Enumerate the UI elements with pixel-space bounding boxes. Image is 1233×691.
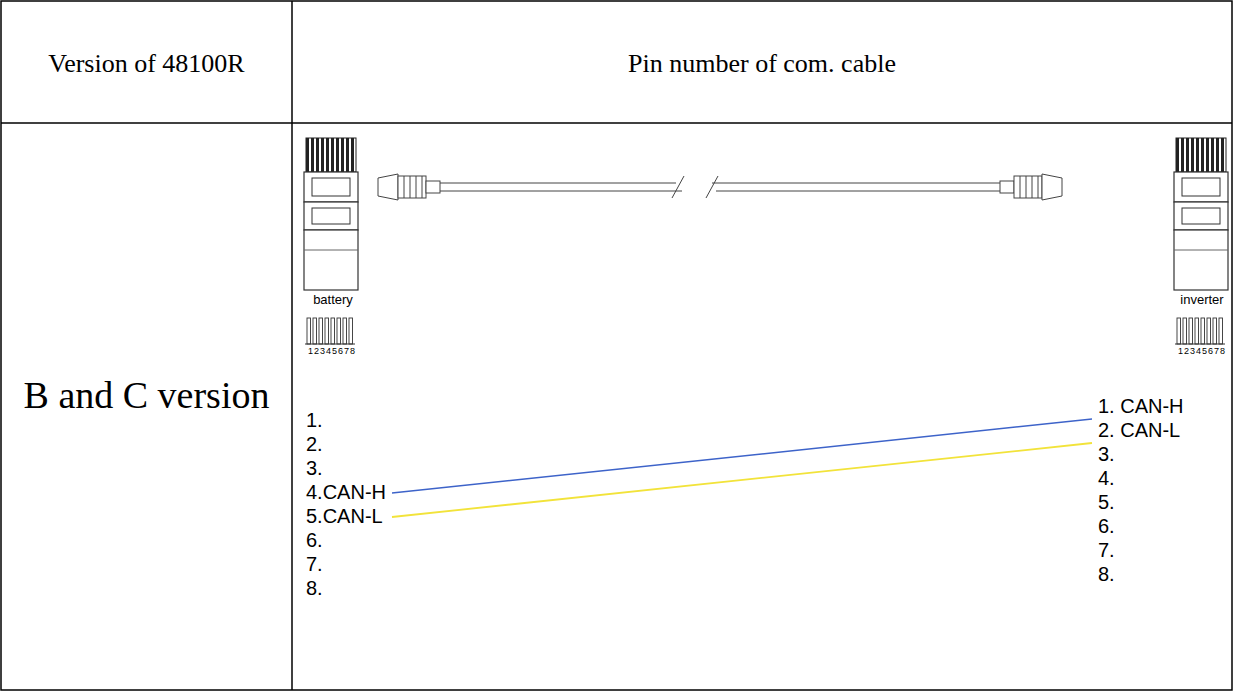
pin <box>1195 318 1199 344</box>
row-header: B and C version <box>1 372 292 418</box>
pin-label: 8. <box>1098 562 1115 586</box>
pin-label: 1. <box>306 408 323 432</box>
pin-numbers: 12345678 <box>1174 346 1230 357</box>
pin-label: 5.CAN-L <box>306 504 383 528</box>
pin-label: 2. <box>306 432 323 456</box>
pin <box>313 318 317 344</box>
pin-label: 5. <box>1098 490 1115 514</box>
inverter-plug <box>1174 138 1228 290</box>
cable <box>378 174 1062 200</box>
comb-base <box>1175 344 1225 345</box>
pin <box>1207 318 1211 344</box>
pin <box>1201 318 1205 344</box>
pin-label: 6. <box>306 528 323 552</box>
column-header: Version of 48100R <box>1 48 292 79</box>
pin-label: 6. <box>1098 514 1115 538</box>
pin-label: 7. <box>1098 538 1115 562</box>
pin-label: 3. <box>1098 442 1115 466</box>
pin <box>349 318 353 344</box>
can-l-wire <box>392 443 1092 517</box>
pin-comb <box>305 318 355 344</box>
pin <box>331 318 335 344</box>
comb-base <box>305 344 355 345</box>
connector-label: battery <box>306 292 360 308</box>
pin <box>319 318 323 344</box>
pin-label: 3. <box>306 456 323 480</box>
pin <box>1183 318 1187 344</box>
pin <box>337 318 341 344</box>
pin <box>325 318 329 344</box>
column-header: Pin number of com. cable <box>292 48 1232 79</box>
pin-numbers: 12345678 <box>304 346 360 357</box>
pin <box>1213 318 1217 344</box>
pin-label: 7. <box>306 552 323 576</box>
pin-label: 8. <box>306 576 323 600</box>
pin-comb <box>1175 318 1225 344</box>
pin <box>307 318 311 344</box>
battery-plug <box>304 138 358 290</box>
pin-label: 2. CAN-L <box>1098 418 1180 442</box>
can-h-wire <box>392 419 1092 493</box>
pin-label: 4.CAN-H <box>306 480 386 504</box>
connector-label: inverter <box>1172 292 1232 308</box>
pin-label: 1. CAN-H <box>1098 394 1184 418</box>
pin <box>1189 318 1193 344</box>
pin <box>343 318 347 344</box>
pin <box>1177 318 1181 344</box>
pin <box>1219 318 1223 344</box>
pin-label: 4. <box>1098 466 1115 490</box>
